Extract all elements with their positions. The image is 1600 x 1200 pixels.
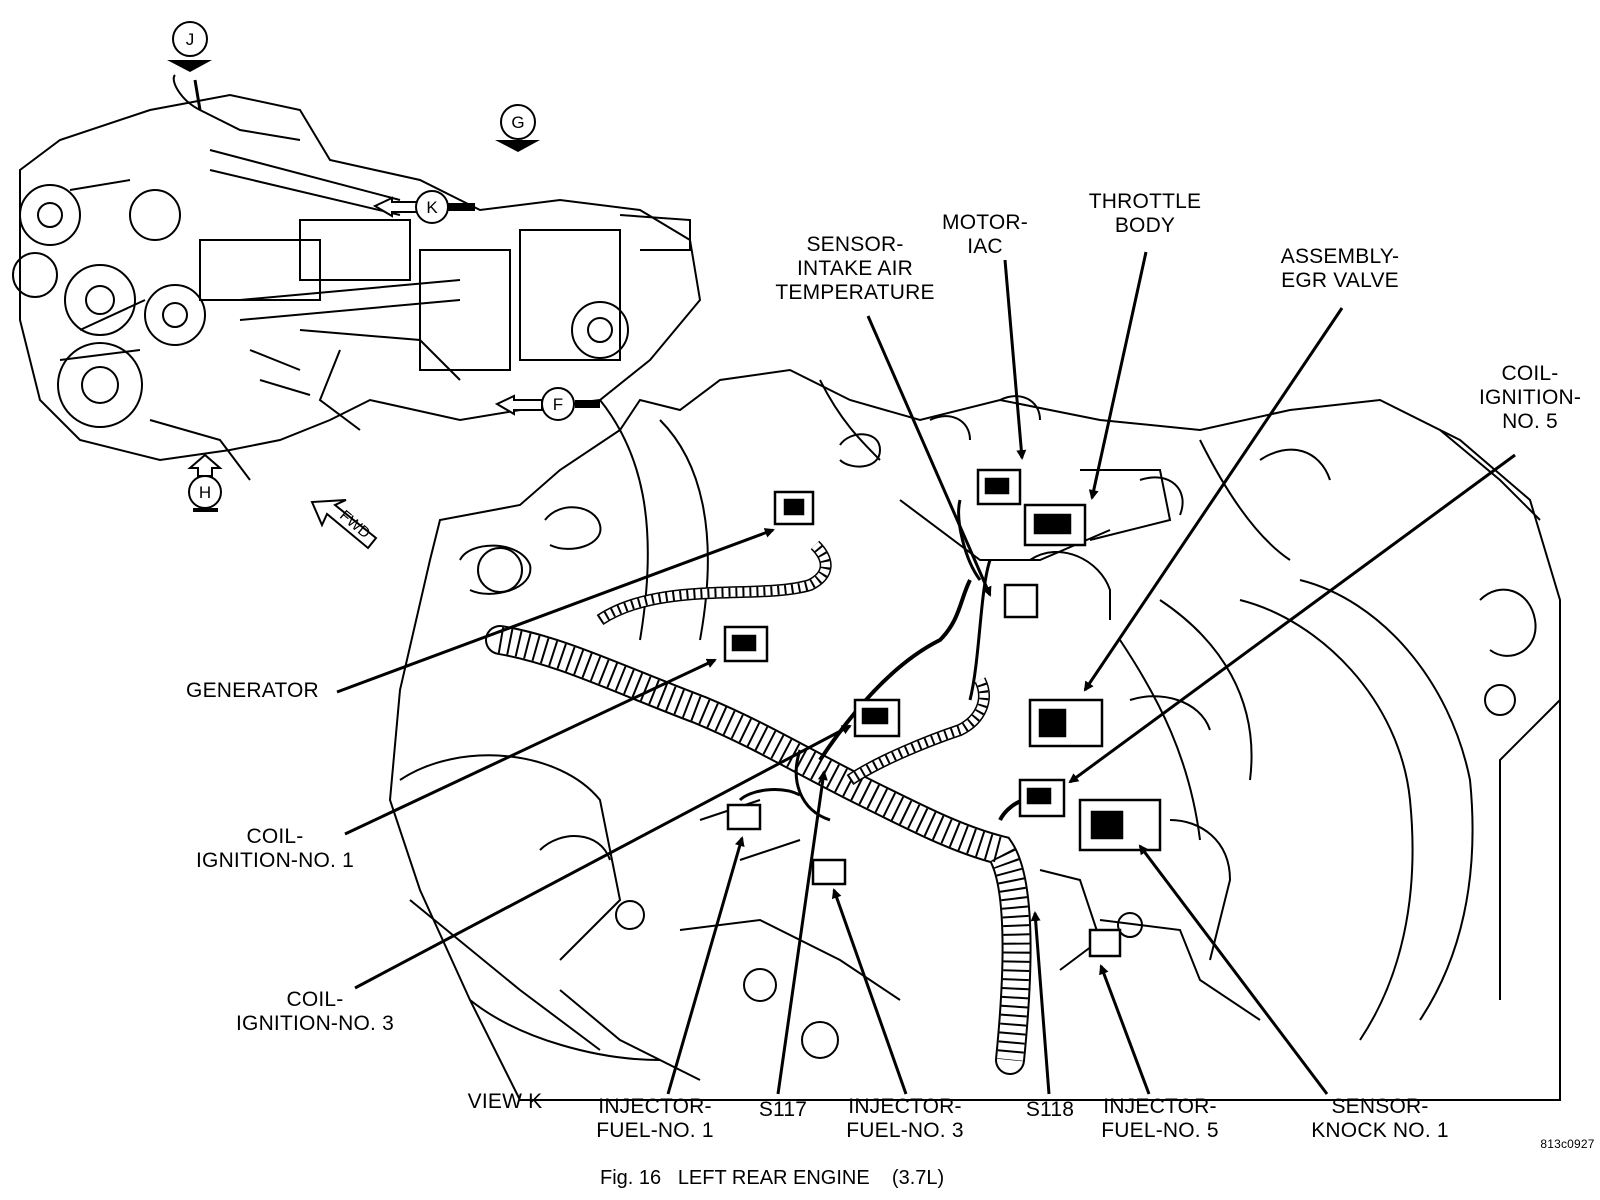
label-sensor-knock-no-1: SENSOR-KNOCK NO. 1 (1311, 1095, 1449, 1142)
label-coil-ignition-no-1: COIL-IGNITION-NO. 1 (196, 825, 354, 872)
connectors (723, 468, 1162, 958)
label-injector-fuel-no-5: INJECTOR-FUEL-NO. 5 (1101, 1095, 1219, 1142)
label-coil-ignition-no-3: COIL-IGNITION-NO. 3 (236, 988, 394, 1035)
engine-overview-illustration (12, 74, 702, 481)
label-splice-s118: S118 (1025, 1098, 1075, 1121)
view-arrows (167, 60, 600, 550)
figure-code: 813c0927 (1540, 1137, 1595, 1151)
leader-lines (336, 251, 1516, 1095)
label-view-k: VIEW K (467, 1090, 543, 1113)
iac-connector (976, 468, 1022, 506)
iat-sensor-connector (1003, 583, 1039, 619)
label-splice-s117: S117 (758, 1098, 808, 1121)
label-coil-ignition-no-5: COIL-IGNITION-NO. 5 (1478, 362, 1582, 433)
label-motor-iac: MOTOR-IAC (942, 211, 1028, 258)
figure-caption: Fig. 16 LEFT REAR ENGINE (3.7L) (600, 1167, 945, 1189)
wiring-harness (485, 499, 1061, 1075)
injector-1-connector (726, 803, 762, 831)
label-generator: GENERATOR (186, 679, 319, 702)
label-assembly-egr-valve: ASSEMBLY-EGR VALVE (1280, 245, 1400, 292)
label-injector-fuel-no-3: INJECTOR-FUEL-NO. 3 (846, 1095, 964, 1142)
injector-3-connector (811, 858, 847, 886)
label-injector-fuel-no-1: INJECTOR-FUEL-NO. 1 (596, 1095, 714, 1142)
injector-5-connector (1088, 928, 1122, 958)
engine-detail-view (388, 368, 1561, 1101)
